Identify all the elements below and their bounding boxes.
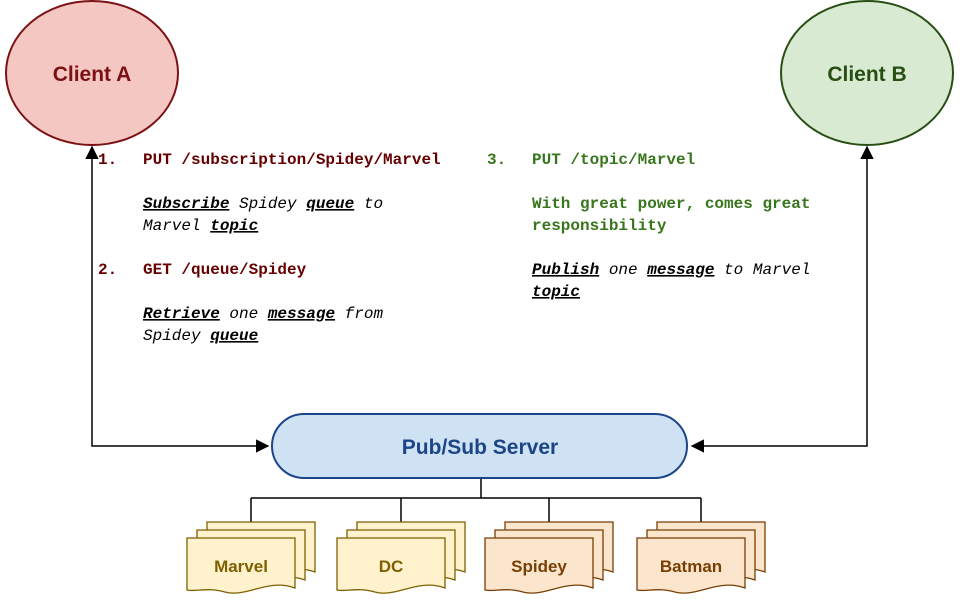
document-sheet	[336, 537, 446, 594]
client-b-to-server-connector	[690, 145, 874, 453]
emphasized-term: queue	[306, 195, 354, 213]
connectors	[85, 145, 874, 522]
step-1-number: 1.	[98, 151, 117, 169]
step-3-message-body-line-1: With great power, comes great	[532, 195, 810, 213]
store-label: Batman	[660, 557, 722, 576]
description-text: one	[599, 261, 647, 279]
client-a-label: Client A	[53, 63, 132, 86]
step-3-request: PUT /topic/Marvel	[532, 151, 695, 169]
description-text: Marvel	[143, 217, 210, 235]
description-text: to	[354, 195, 383, 213]
client-a-node: Client A	[5, 0, 179, 146]
step-3-description-line-1: Publish one message to Marvel	[532, 261, 810, 279]
step-1-request: PUT /subscription/Spidey/Marvel	[143, 151, 441, 169]
step-3-description-line-2: topic	[532, 283, 580, 301]
description-text: to Marvel	[714, 261, 810, 279]
store-batman-queue: Batman	[636, 521, 766, 594]
emphasized-term: topic	[210, 217, 258, 235]
step-2-number: 2.	[98, 261, 117, 279]
description-text: from	[335, 305, 383, 323]
document-sheet	[484, 537, 594, 594]
client-a-to-server-connector	[85, 145, 270, 453]
emphasized-term: message	[646, 261, 714, 279]
step-3-message-body-line-2: responsibility	[532, 217, 667, 235]
store-marvel-topic: Marvel	[186, 521, 316, 594]
pubsub-server-node: Pub/Sub Server	[271, 413, 688, 479]
step-2: 2. GET /queue/Spidey Retrieve one messag…	[98, 261, 383, 345]
document-sheet	[186, 537, 296, 594]
description-text: Spidey	[229, 195, 306, 213]
step-2-description-line-2: Spidey queue	[143, 327, 258, 345]
emphasized-term: Subscribe	[143, 195, 229, 213]
store-dc-topic: DC	[336, 521, 466, 594]
client-b-node: Client B	[780, 0, 954, 146]
store-spidey-queue: Spidey	[484, 521, 614, 594]
emphasized-term: Publish	[532, 261, 599, 279]
client-b-steps: 3. PUT /topic/Marvel With great power, c…	[487, 151, 810, 301]
server-to-stores-tree	[250, 478, 702, 522]
step-3-number: 3.	[487, 151, 506, 169]
store-label: DC	[379, 557, 404, 576]
emphasized-term: topic	[532, 283, 580, 301]
emphasized-term: message	[267, 305, 335, 323]
description-text: Spidey	[143, 327, 210, 345]
description-text: one	[220, 305, 268, 323]
step-3: 3. PUT /topic/Marvel With great power, c…	[487, 151, 810, 301]
store-label: Spidey	[511, 557, 567, 576]
step-2-request: GET /queue/Spidey	[143, 261, 307, 279]
step-1: 1. PUT /subscription/Spidey/Marvel Subsc…	[98, 151, 441, 235]
emphasized-term: queue	[210, 327, 258, 345]
step-1-description-line-1: Subscribe Spidey queue to	[143, 195, 383, 213]
store-label: Marvel	[214, 557, 268, 576]
pubsub-server-label: Pub/Sub Server	[402, 436, 558, 459]
client-a-steps: 1. PUT /subscription/Spidey/Marvel Subsc…	[98, 151, 441, 345]
client-b-label: Client B	[827, 63, 906, 86]
stores: Marvel DC Spidey Batman	[186, 521, 766, 594]
step-1-description-line-2: Marvel topic	[143, 217, 258, 235]
step-2-description-line-1: Retrieve one message from	[143, 305, 383, 323]
emphasized-term: Retrieve	[143, 305, 220, 323]
document-sheet	[636, 537, 746, 594]
